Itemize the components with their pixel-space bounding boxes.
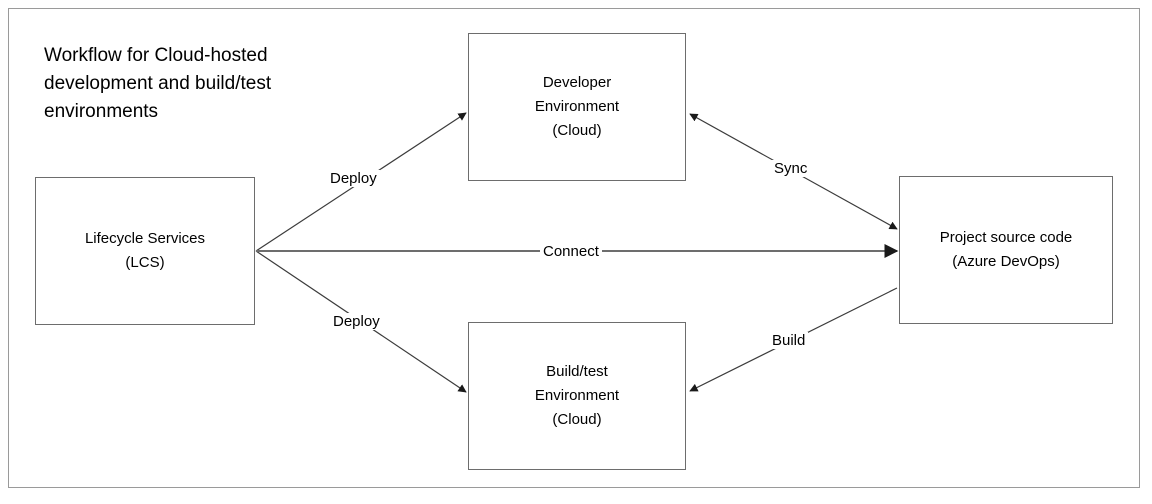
diagram-title: Workflow for Cloud-hosted development an… [44, 45, 272, 122]
edge-label-deploy-developer: Deploy [327, 170, 380, 187]
edge-label-build: Build [769, 332, 809, 349]
edge-label-sync: Sync [771, 160, 811, 177]
node-lifecycle-services[interactable]: Lifecycle Services (LCS) [35, 177, 255, 325]
node-project-source-code[interactable]: Project source code (Azure DevOps) [899, 176, 1113, 324]
node-build-test-environment[interactable]: Build/test Environment (Cloud) [468, 322, 686, 470]
node-developer-environment[interactable]: Developer Environment (Cloud) [468, 33, 686, 181]
edge-label-deploy-build-test: Deploy [330, 313, 383, 330]
edge-label-connect: Connect [540, 243, 602, 260]
